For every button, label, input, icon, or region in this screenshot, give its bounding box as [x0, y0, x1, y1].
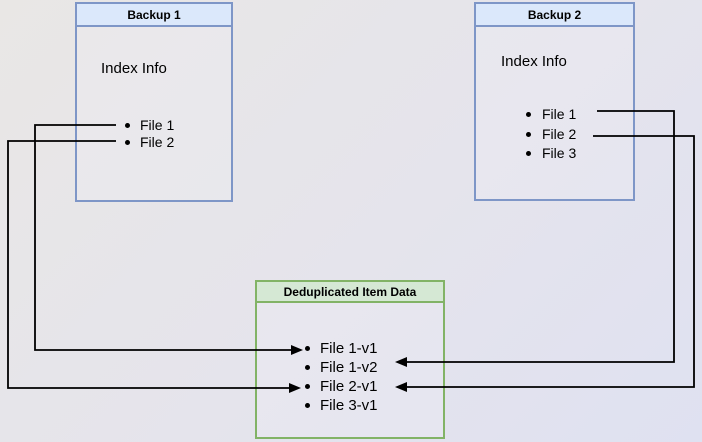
backup1-file-2: File 2: [125, 134, 174, 151]
backup1-file-1: File 1: [125, 117, 174, 134]
dedup-file-1v2: File 1-v2: [305, 358, 378, 377]
backup1-box: Backup 1 Index Info File 1 File 2: [75, 2, 233, 202]
dedup-store-box: Deduplicated Item Data File 1-v1 File 1-…: [255, 280, 445, 439]
dedup-store-title: Deduplicated Item Data: [257, 282, 443, 303]
backup2-box: Backup 2 Index Info File 1 File 2 File 3: [474, 2, 635, 201]
backup2-title: Backup 2: [476, 4, 633, 27]
backup2-file-3: File 3: [526, 144, 576, 164]
dedup-file-3v1: File 3-v1: [305, 396, 378, 415]
backup2-file-1: File 1: [526, 105, 576, 125]
backup2-index-info-label: Index Info: [501, 53, 567, 70]
dedup-file-1v1: File 1-v1: [305, 339, 378, 358]
backup2-file-2: File 2: [526, 125, 576, 145]
backup1-file-list: File 1 File 2: [125, 117, 174, 151]
dedup-file-2v1: File 2-v1: [305, 377, 378, 396]
backup2-file-list: File 1 File 2 File 3: [526, 105, 576, 164]
backup1-title: Backup 1: [77, 4, 231, 27]
backup1-index-info-label: Index Info: [101, 60, 167, 77]
dedup-file-list: File 1-v1 File 1-v2 File 2-v1 File 3-v1: [305, 339, 378, 415]
